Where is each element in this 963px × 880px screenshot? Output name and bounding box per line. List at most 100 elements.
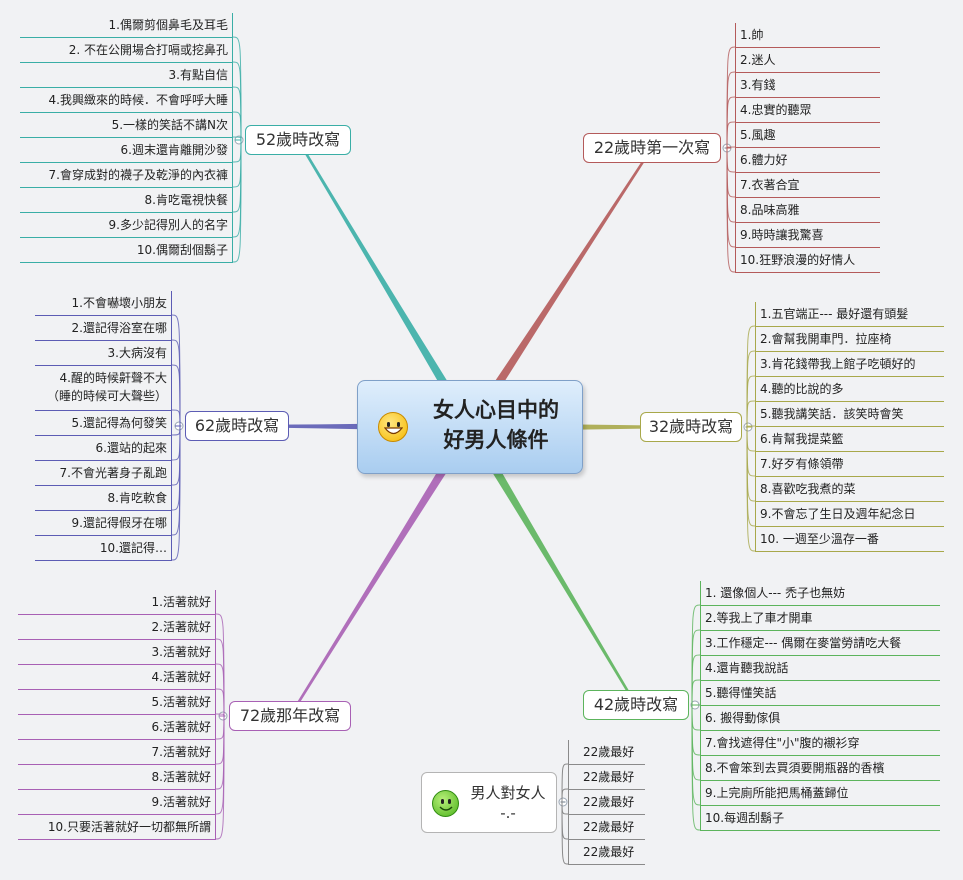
leaf-connector-b22 [726, 147, 736, 223]
leaf-item-b22[interactable]: 7.衣著合宜 [735, 173, 880, 198]
leaf-item-b42[interactable]: 8.不會笨到去買須要開瓶器的香檳 [700, 756, 940, 781]
leaf-item-b62[interactable]: 10.還記得… [35, 536, 172, 561]
leaf-connector-b72 [215, 688, 225, 717]
leaf-item-b52[interactable]: 10.偶爾刮個鬍子 [20, 238, 233, 263]
leaf-item-b52[interactable]: 8.肯吃電視快餐 [20, 188, 233, 213]
leaf-connector-b52 [232, 111, 242, 141]
leaf-item-b32[interactable]: 5.聽我講笑話．該笑時會笑 [755, 402, 944, 427]
leaf-connector-b32 [746, 425, 756, 428]
leaf-connector-b62 [171, 425, 181, 461]
leaf-item-b62[interactable]: 9.還記得假牙在哪 [35, 511, 172, 536]
leaf-item-b32[interactable]: 1.五官端正--- 最好還有頭髮 [755, 302, 944, 327]
leaf-item-b72[interactable]: 1.活著就好 [18, 590, 216, 615]
leaf-item-b72[interactable]: 10.只要活著就好一切都無所謂 [18, 815, 216, 840]
leaf-connector-b32 [746, 426, 756, 552]
leaf-connector-b22 [726, 147, 736, 198]
leaf-item-other[interactable]: 22歲最好 [568, 740, 645, 765]
leaf-item-b32[interactable]: 7.好歹有條領帶 [755, 452, 944, 477]
leaf-item-b32[interactable]: 10. 一週至少溫存一番 [755, 527, 944, 552]
leaf-connector-b72 [215, 713, 225, 717]
leaf-connector-b42 [691, 704, 701, 831]
leaf-item-b62[interactable]: 4.醒的時候鼾聲不大（睡的時候可大聲些） [35, 366, 172, 411]
leaf-item-b72[interactable]: 3.活著就好 [18, 640, 216, 665]
leaf-item-b22[interactable]: 3.有錢 [735, 73, 880, 98]
leaf-item-b72[interactable]: 7.活著就好 [18, 740, 216, 765]
branch-topic-b22[interactable]: 22歲時第一次寫 [583, 133, 721, 163]
leaf-item-b42[interactable]: 10.每週刮鬍子 [700, 806, 940, 831]
leaf-item-b22[interactable]: 1.帥 [735, 23, 880, 48]
leaf-connector-other [561, 788, 569, 803]
leaf-item-b22[interactable]: 10.狂野浪漫的好情人 [735, 248, 880, 273]
leaf-item-b22[interactable]: 5.風趣 [735, 123, 880, 148]
leaf-connector-b52 [232, 61, 242, 141]
leaf-item-b72[interactable]: 8.活著就好 [18, 765, 216, 790]
leaf-item-b22[interactable]: 6.體力好 [735, 148, 880, 173]
leaf-item-b52[interactable]: 7.會穿成對的襪子及乾淨的內衣褲 [20, 163, 233, 188]
leaf-item-b52[interactable]: 6.週末還肯離開沙發 [20, 138, 233, 163]
leaf-connector-b72 [215, 715, 225, 840]
branch-topic-b32[interactable]: 32歲時改寫 [640, 412, 742, 442]
leaf-item-b52[interactable]: 3.有點自信 [20, 63, 233, 88]
central-title-line-1: 女人心目中的 [433, 398, 559, 422]
leaf-item-b52[interactable]: 5.一樣的笑話不講N次 [20, 113, 233, 138]
leaf-item-b32[interactable]: 3.肯花錢帶我上館子吃頓好的 [755, 352, 944, 377]
floating-topic-men-about-women[interactable]: 男人對女人 -.- [421, 772, 557, 833]
leaf-item-b32[interactable]: 8.喜歡吃我煮的菜 [755, 477, 944, 502]
leaf-item-b22[interactable]: 2.迷人 [735, 48, 880, 73]
branch-topic-b52[interactable]: 52歲時改寫 [245, 125, 351, 155]
leaf-item-b32[interactable]: 2.會幫我開車門．拉座椅 [755, 327, 944, 352]
leaf-item-b42[interactable]: 9.上完廁所能把馬桶蓋歸位 [700, 781, 940, 806]
leaf-item-b52[interactable]: 9.多少記得別人的名字 [20, 213, 233, 238]
leaf-connector-b22 [726, 71, 736, 149]
leaf-item-b72[interactable]: 9.活著就好 [18, 790, 216, 815]
leaf-item-b32[interactable]: 6.肯幫我提菜籃 [755, 427, 944, 452]
branch-connector-b42 [465, 424, 638, 706]
smiley-icon [432, 790, 459, 817]
leaf-connector-b62 [171, 339, 181, 427]
leaf-item-b52[interactable]: 1.偶爾剪個鼻毛及耳毛 [20, 13, 233, 38]
leaf-item-b72[interactable]: 5.活著就好 [18, 690, 216, 715]
leaf-connector-b52 [232, 36, 242, 141]
leaf-item-b22[interactable]: 4.忠實的聽眾 [735, 98, 880, 123]
leaf-item-b62[interactable]: 7.不會光著身子亂跑 [35, 461, 172, 486]
leaf-connector-b62 [171, 425, 181, 561]
leaf-connector-b42 [691, 679, 701, 706]
leaf-item-other[interactable]: 22歲最好 [568, 765, 645, 790]
leaf-item-b22[interactable]: 8.品味高雅 [735, 198, 880, 223]
central-topic[interactable]: 女人心目中的 好男人條件 [357, 380, 583, 474]
leaf-item-b42[interactable]: 7.會找遮得住"小"腹的襯衫穿 [700, 731, 940, 756]
leaf-item-b42[interactable]: 2.等我上了車才開車 [700, 606, 940, 631]
leaf-connector-b32 [746, 426, 756, 477]
leaf-connector-b22 [726, 147, 736, 248]
leaf-item-b52[interactable]: 2. 不在公開場合打嗝或挖鼻孔 [20, 38, 233, 63]
leaf-item-b32[interactable]: 9.不會忘了生日及週年紀念日 [755, 502, 944, 527]
leaf-connector-b22 [726, 146, 736, 149]
leaf-item-b72[interactable]: 2.活著就好 [18, 615, 216, 640]
leaf-item-b62[interactable]: 1.不會嚇壞小朋友 [35, 291, 172, 316]
leaf-connector-b52 [232, 136, 242, 141]
leaf-item-b42[interactable]: 5.聽得懂笑話 [700, 681, 940, 706]
branch-topic-b72[interactable]: 72歲那年改寫 [229, 701, 351, 731]
leaf-item-b72[interactable]: 6.活著就好 [18, 715, 216, 740]
leaf-item-b62[interactable]: 5.還記得為何發笑 [35, 411, 172, 436]
leaf-item-b62[interactable]: 6.還站的起來 [35, 436, 172, 461]
leaf-connector-b32 [746, 426, 756, 502]
leaf-item-b72[interactable]: 4.活著就好 [18, 665, 216, 690]
leaf-item-b42[interactable]: 4.還肯聽我說話 [700, 656, 940, 681]
leaf-item-b32[interactable]: 4.聽的比說的多 [755, 377, 944, 402]
leaf-item-b42[interactable]: 3.工作穩定--- 偶爾在麥當勞請吃大餐 [700, 631, 940, 656]
laughing-smiley-icon [378, 412, 408, 442]
leaf-item-b62[interactable]: 2.還記得浴室在哪 [35, 316, 172, 341]
leaf-item-b62[interactable]: 3.大病沒有 [35, 341, 172, 366]
leaf-item-other[interactable]: 22歲最好 [568, 790, 645, 815]
leaf-item-b22[interactable]: 9.時時讓我驚喜 [735, 223, 880, 248]
leaf-item-b62[interactable]: 8.肯吃軟食 [35, 486, 172, 511]
leaf-item-other[interactable]: 22歲最好 [568, 840, 645, 865]
leaf-item-b42[interactable]: 1. 還像個人--- 禿子也無妨 [700, 581, 940, 606]
leaf-connector-b52 [232, 139, 242, 263]
leaf-item-other[interactable]: 22歲最好 [568, 815, 645, 840]
branch-topic-b42[interactable]: 42歲時改寫 [583, 690, 689, 720]
branch-topic-b62[interactable]: 62歲時改寫 [185, 411, 289, 441]
leaf-item-b42[interactable]: 6. 搬得動傢俱 [700, 706, 940, 731]
leaf-item-b52[interactable]: 4.我興緻來的時候．不會呼呼大睡 [20, 88, 233, 113]
